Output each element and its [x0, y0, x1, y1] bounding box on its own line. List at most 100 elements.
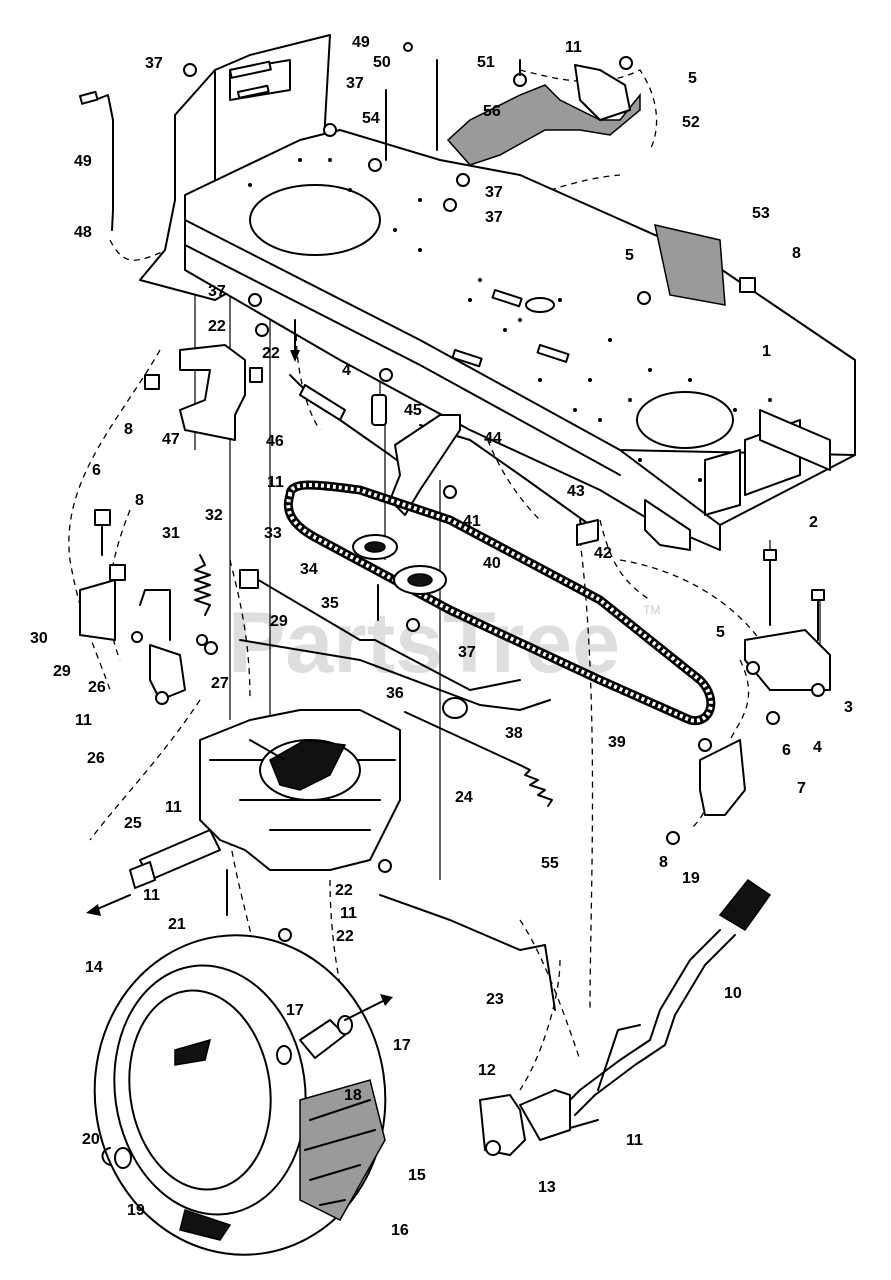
callout-11: 11: [143, 887, 160, 904]
pedal-pivot-bracket: [479, 1089, 571, 1156]
callout-41: 41: [463, 513, 481, 530]
direction-arrows: [86, 319, 393, 1021]
lift-rod: [94, 94, 114, 231]
extension-spring: [194, 554, 211, 616]
pedal-lever: [559, 878, 772, 1116]
callout-18: 18: [344, 1087, 362, 1104]
callout-44: 44: [484, 430, 502, 447]
callout-15: 15: [408, 1167, 426, 1184]
callout-48: 48: [74, 224, 92, 241]
callout-40: 40: [483, 555, 501, 572]
callout-37: 37: [208, 283, 226, 300]
callout-6: 6: [782, 742, 791, 759]
callout-22: 22: [335, 882, 353, 899]
idler-pulley: [352, 534, 398, 560]
washer-17-right: [337, 1015, 353, 1035]
mounting-plate: [654, 224, 726, 306]
callout-26: 26: [88, 679, 106, 696]
callout-29: 29: [53, 663, 71, 680]
side-bracket: [79, 579, 116, 641]
callout-6: 6: [92, 462, 101, 479]
callout-5: 5: [625, 247, 634, 264]
callout-37: 37: [145, 55, 163, 72]
callout-3: 3: [844, 699, 853, 716]
bolt-2a-head: [763, 549, 777, 561]
callout-20: 20: [82, 1131, 100, 1148]
transaxle: [129, 709, 401, 889]
watermark-trademark: TM: [643, 603, 660, 617]
callout-11: 11: [165, 799, 182, 816]
callout-53: 53: [752, 205, 770, 222]
callout-31: 31: [162, 525, 180, 542]
callout-34: 34: [300, 561, 318, 578]
callout-8: 8: [792, 245, 801, 262]
callout-23: 23: [486, 991, 504, 1008]
rod-end: [79, 90, 99, 105]
callout-35: 35: [321, 595, 339, 612]
callout-37: 37: [346, 75, 364, 92]
callout-11: 11: [565, 39, 582, 56]
callout-36: 36: [386, 685, 404, 702]
washer-17-left: [276, 1045, 292, 1065]
pedal-bracket: [446, 59, 641, 166]
return-spring-link: [404, 711, 521, 766]
pivot-plate: [149, 644, 186, 701]
callout-21: 21: [168, 916, 186, 933]
callout-22: 22: [262, 345, 280, 362]
callout-10: 10: [724, 985, 742, 1002]
bolt-8-left: [109, 564, 126, 581]
drive-pulley: [393, 565, 447, 595]
callout-54: 54: [362, 110, 380, 127]
callout-17: 17: [286, 1002, 304, 1019]
bushing: [442, 697, 468, 719]
callout-32: 32: [205, 507, 223, 524]
callout-49: 49: [74, 153, 92, 170]
callout-33: 33: [264, 525, 282, 542]
spring-rod: [139, 589, 171, 641]
washer-29b: [196, 634, 208, 646]
callout-11: 11: [626, 1132, 643, 1149]
callout-27: 27: [211, 675, 229, 692]
callout-14: 14: [85, 959, 103, 976]
callout-39: 39: [608, 734, 626, 751]
callout-8: 8: [135, 492, 144, 509]
callout-37: 37: [485, 184, 503, 201]
watermark-text: PartsTree: [228, 595, 620, 691]
callout-19: 19: [682, 870, 700, 887]
callout-2: 2: [809, 514, 818, 531]
spacer: [371, 394, 387, 426]
idler-arm-bracket: [389, 414, 461, 516]
washer-29a: [131, 631, 143, 643]
callout-30: 30: [30, 630, 48, 647]
callout-49: 49: [352, 34, 370, 51]
callout-8: 8: [659, 854, 668, 871]
callout-17: 17: [393, 1037, 411, 1054]
callout-8: 8: [124, 421, 133, 438]
retaining-ring: [101, 1147, 111, 1166]
callout-11: 11: [75, 712, 92, 729]
callout-7: 7: [797, 780, 806, 797]
callout-37: 37: [458, 644, 476, 661]
callout-4: 4: [813, 739, 822, 756]
callout-46: 46: [266, 433, 284, 450]
callout-50: 50: [373, 54, 391, 71]
callout-51: 51: [477, 54, 495, 71]
drive-belt: [283, 480, 716, 726]
callout-1: 1: [762, 343, 771, 360]
callout-29: 29: [270, 613, 288, 630]
callout-5: 5: [688, 70, 697, 87]
callout-19: 19: [127, 1202, 145, 1219]
callout-55: 55: [541, 855, 559, 872]
bolt-6-left: [94, 509, 111, 526]
callout-38: 38: [505, 725, 523, 742]
washer-19: [114, 1147, 132, 1169]
pedal-bracket-right: [699, 739, 746, 816]
callout-25: 25: [124, 815, 142, 832]
main-frame: [184, 129, 856, 551]
callout-12: 12: [478, 1062, 496, 1079]
callout-11: 11: [340, 905, 357, 922]
callout-4: 4: [342, 362, 351, 379]
